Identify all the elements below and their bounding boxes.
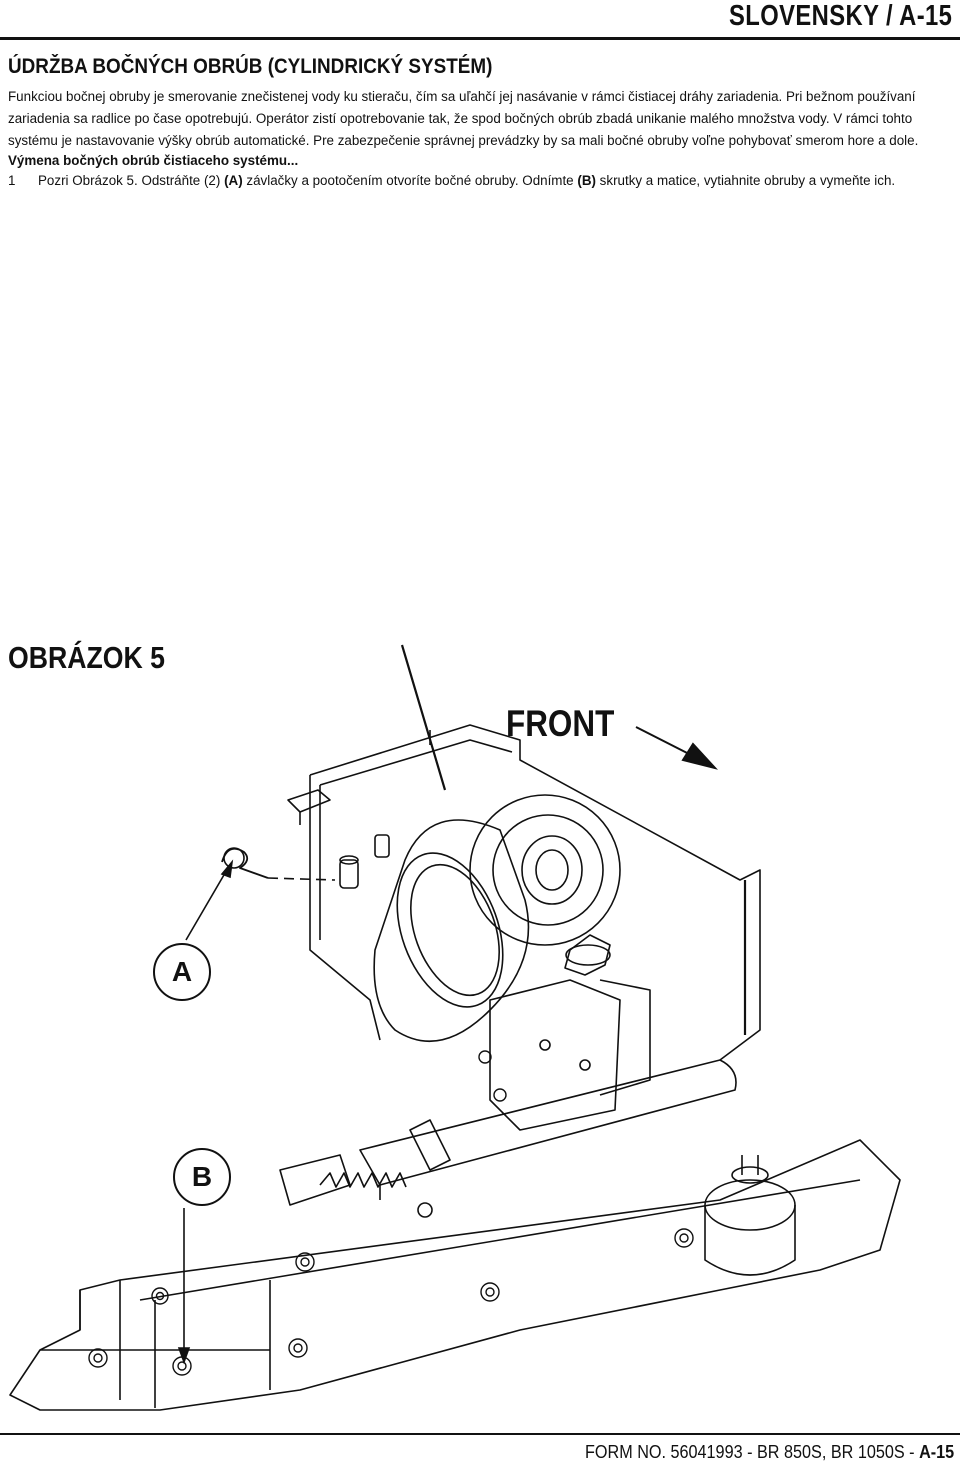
footer-page-number: A-15 (918, 1442, 954, 1462)
motor-cover (373, 819, 530, 1043)
knob (564, 934, 611, 976)
procedure-subheading: Výmena bočných obrúb čistiaceho systému.… (8, 153, 299, 168)
housing-left (309, 775, 381, 1041)
figure-title: OBRÁZOK 5 (8, 640, 166, 675)
paragraph-text: Funkciou bočnej obruby je smerovanie zne… (8, 89, 919, 149)
side-plate (489, 979, 621, 1131)
page-header: SLOVENSKY / A-15 (0, 0, 960, 40)
front-arrow (635, 726, 718, 770)
leader-a (185, 867, 229, 941)
callout-b: B (173, 1148, 231, 1206)
technical-illustration (9, 644, 901, 1411)
header-title: SLOVENSKY / A-15 (728, 0, 952, 32)
front-label: FRONT (506, 703, 615, 744)
bolt-group (88, 1050, 694, 1376)
footer-form-number: FORM NO. 56041993 - BR 850S, BR 1050S - (584, 1442, 919, 1462)
spring (319, 1172, 407, 1188)
step-text-1: Pozri Obrázok 5. Odstráňte (2) (38, 173, 225, 188)
lower-arm (359, 1059, 737, 1186)
step-text-3: skrutky a matice, vytiahnite obruby a vy… (595, 173, 896, 188)
page-footer: FORM NO. 56041993 - BR 850S, BR 1050S - … (585, 1442, 954, 1463)
step-ref-b: (B) (577, 173, 596, 188)
section-title: ÚDRŽBA BOČNÝCH OBRÚB (CYLINDRICKÝ SYSTÉM… (8, 55, 493, 78)
procedure-step-1: 1 Pozri Obrázok 5. Odstráňte (2) (A) závl… (8, 173, 895, 188)
drum-end (469, 794, 621, 946)
step-number: 1 (8, 173, 16, 188)
step-text-2: závlačky a pootočením otvoríte bočné obr… (242, 173, 578, 188)
footer-rule (0, 1433, 960, 1435)
header-rule (0, 37, 960, 40)
body-paragraph: Funkciou bočnej obruby je smerovanie zne… (8, 86, 943, 153)
callout-a: A (153, 943, 211, 1001)
cotter-pin (221, 847, 269, 879)
housing-top (309, 724, 761, 1061)
side-skirt (9, 1139, 901, 1411)
step-ref-a: (A) (224, 173, 243, 188)
